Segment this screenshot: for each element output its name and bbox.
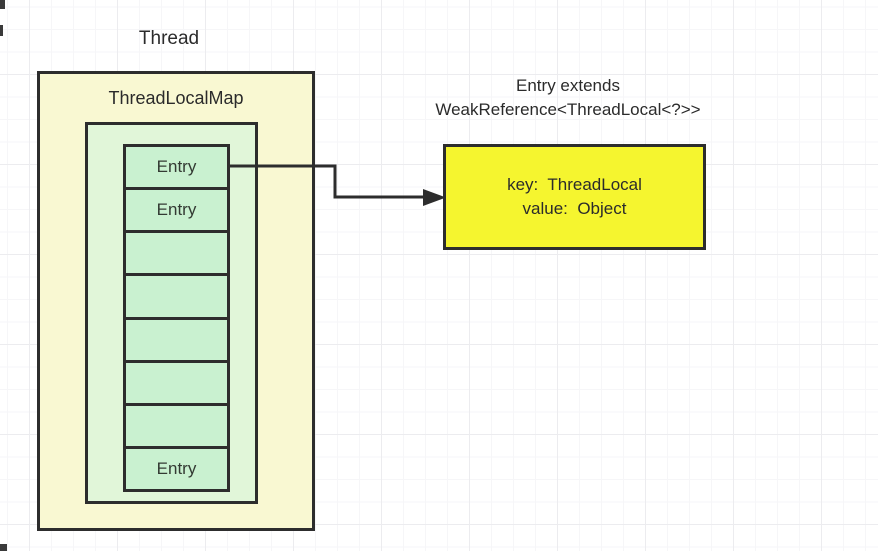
entry-cell-1: Entry — [126, 187, 227, 230]
entry-stack: Entry Entry Entry — [123, 144, 230, 492]
edge-mark-left — [0, 25, 3, 36]
entry-detail-value: value: Object — [522, 199, 627, 218]
entry-cell-2 — [126, 230, 227, 273]
entry-detail-box: key: ThreadLocal value: Object — [443, 144, 706, 250]
thread-label: Thread — [138, 28, 200, 49]
edge-mark-top-left — [0, 0, 5, 9]
entry-cell-0: Entry — [156, 157, 197, 177]
entry-cell-6 — [126, 402, 227, 446]
entry-cell-5 — [126, 359, 227, 403]
entry-detail-key: key: ThreadLocal — [507, 175, 642, 194]
entry-note: Entry extends WeakReference<ThreadLocal<… — [400, 74, 736, 122]
edge-mark-bottom-left — [0, 544, 7, 551]
entry-cell-7: Entry — [126, 445, 227, 489]
threadlocalmap-title: ThreadLocalMap — [108, 88, 244, 108]
entry-note-line2: WeakReference<ThreadLocal<?>> — [435, 100, 701, 119]
entry-cell-4 — [126, 316, 227, 360]
entry-cell-3 — [126, 273, 227, 316]
entry-note-line1: Entry extends — [516, 76, 620, 95]
